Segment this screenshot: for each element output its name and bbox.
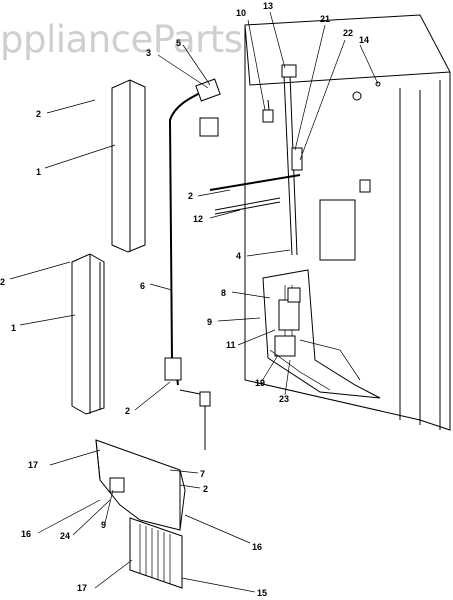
- wire-harness: [164, 78, 221, 450]
- callout-23: 23: [279, 394, 289, 404]
- callout-2d: 2: [125, 406, 130, 416]
- grille: [129, 517, 183, 589]
- callout-19: 19: [255, 378, 265, 388]
- callout-3: 3: [146, 48, 151, 58]
- panel-lower: [71, 253, 105, 415]
- callout-13: 13: [263, 1, 273, 11]
- tubing-assembly: [209, 64, 303, 256]
- callout-6: 6: [140, 281, 145, 291]
- callout-2a: 2: [36, 109, 41, 119]
- panel-upper: [111, 79, 146, 253]
- callout-2b: 2: [0, 277, 5, 287]
- cabinet-back-panel: [244, 14, 451, 431]
- callout-16a: 16: [21, 529, 31, 539]
- callout-labels: 2 1 2 1 3 5 10 13 21 22 14 2 12 4 6 8 9 …: [0, 1, 369, 598]
- callout-12: 12: [193, 214, 203, 224]
- callout-14: 14: [359, 35, 369, 45]
- callout-17a: 17: [28, 460, 38, 470]
- callout-9b: 9: [101, 520, 106, 530]
- callout-22: 22: [343, 28, 353, 38]
- callout-1b: 1: [11, 323, 16, 333]
- callout-21: 21: [320, 14, 330, 24]
- callout-7: 7: [200, 469, 205, 479]
- callout-17b: 17: [77, 583, 87, 593]
- callout-10: 10: [236, 8, 246, 18]
- lower-compartment: [262, 269, 381, 399]
- mounting-bracket: [95, 439, 186, 531]
- callout-16b: 16: [252, 542, 262, 552]
- callout-9: 9: [207, 317, 212, 327]
- callout-2c: 2: [188, 191, 193, 201]
- callout-5: 5: [176, 38, 181, 48]
- callout-4: 4: [236, 251, 241, 261]
- callout-24: 24: [60, 531, 70, 541]
- callout-15: 15: [257, 588, 267, 598]
- leader-lines: [9, 11, 379, 593]
- callout-1a: 1: [36, 167, 41, 177]
- callout-11: 11: [226, 340, 236, 350]
- callout-8: 8: [221, 288, 226, 298]
- callout-2e: 2: [203, 484, 208, 494]
